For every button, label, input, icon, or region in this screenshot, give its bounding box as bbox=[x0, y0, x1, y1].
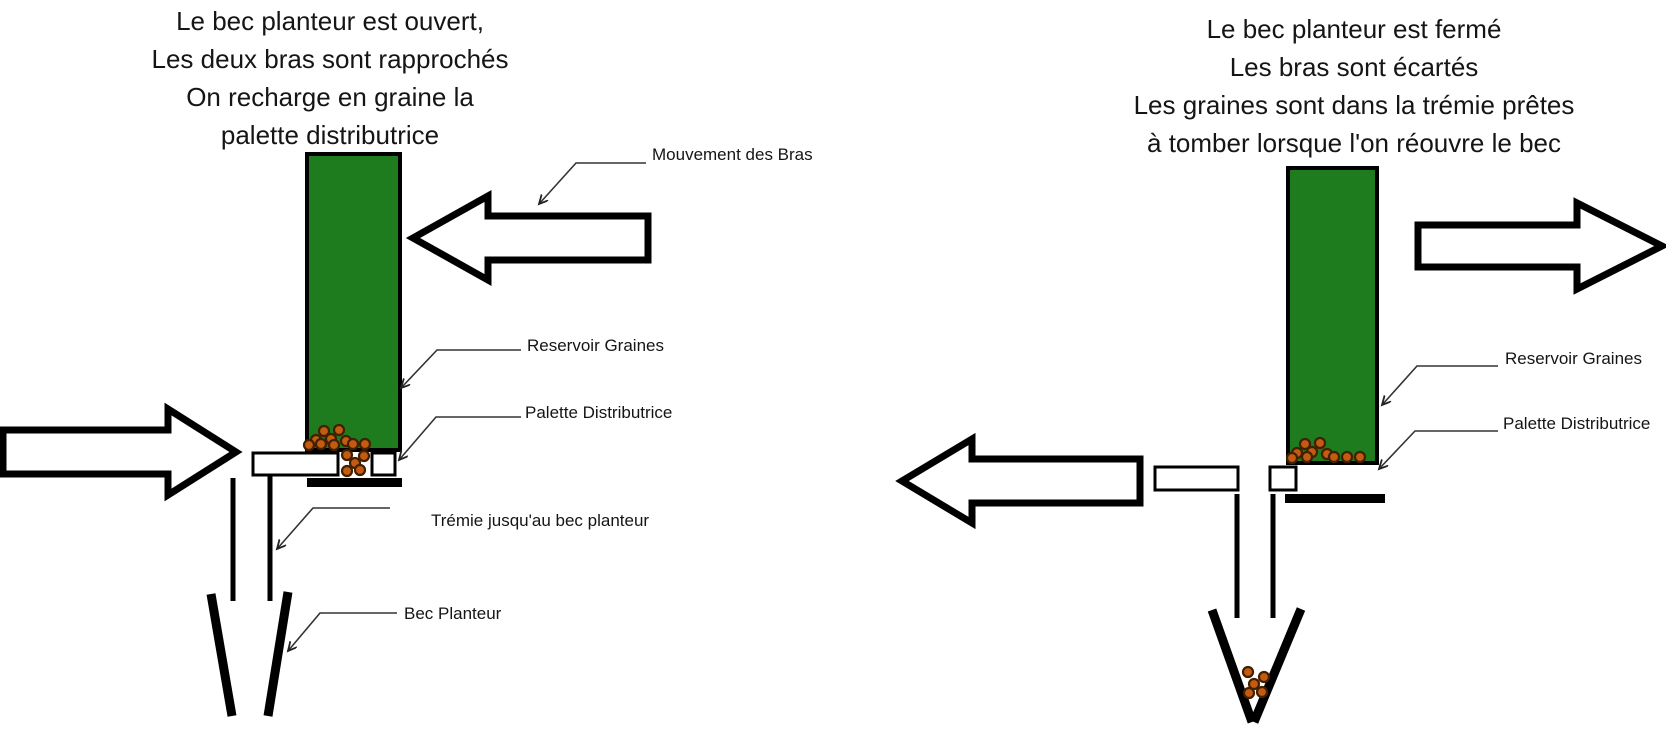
seed bbox=[340, 464, 354, 478]
left-movement-arrow-left bbox=[405, 190, 652, 286]
seed bbox=[1300, 450, 1314, 464]
leader-mouvement bbox=[539, 162, 646, 204]
seed bbox=[340, 448, 354, 462]
right-movement-arrow-right bbox=[1414, 197, 1666, 295]
seed bbox=[327, 438, 341, 452]
left-bec-line-left bbox=[206, 593, 237, 717]
right-title: Le bec planteur est fermé Les bras sont … bbox=[1074, 10, 1634, 162]
leader-palette-left bbox=[399, 416, 521, 460]
seed bbox=[1313, 436, 1327, 450]
label-tremie-jusqu-au-bec: Trémie jusqu'au bec planteur bbox=[431, 511, 650, 530]
seed bbox=[357, 449, 371, 463]
left-falling-seeds bbox=[340, 448, 371, 478]
seed bbox=[358, 437, 372, 451]
left-title-line-3: On recharge en graine la bbox=[186, 82, 474, 112]
right-reservoir-rect bbox=[1286, 166, 1379, 465]
right-palette-square bbox=[1268, 465, 1298, 492]
left-arm-arrow-right bbox=[0, 402, 243, 502]
left-title-line-4: palette distributrice bbox=[220, 120, 440, 150]
right-reservoir-seeds bbox=[1285, 436, 1367, 465]
right-palette-rect bbox=[1153, 465, 1240, 492]
seed bbox=[1242, 686, 1256, 700]
label-reservoir-graines-left: Reservoir Graines bbox=[527, 336, 664, 355]
left-title: Le bec planteur est ouvert, Les deux bra… bbox=[50, 2, 610, 154]
right-arm-arrow-left bbox=[895, 432, 1144, 530]
seed bbox=[317, 424, 331, 438]
label-bec-planteur: Bec Planteur bbox=[404, 604, 502, 623]
seed bbox=[1285, 451, 1299, 465]
seed bbox=[1340, 450, 1354, 464]
seed bbox=[1353, 450, 1367, 464]
left-base-bar bbox=[307, 478, 402, 487]
seed bbox=[1241, 665, 1255, 679]
left-title-line-2: Les deux bras sont rapprochés bbox=[151, 44, 509, 74]
right-title-line-4: à tomber lorsque l'on réouvre le bec bbox=[1147, 128, 1561, 158]
seed bbox=[353, 463, 367, 477]
label-mouvement-des-bras: Mouvement des Bras bbox=[652, 145, 813, 164]
left-palette-rect bbox=[251, 451, 340, 477]
left-bec-line-right bbox=[263, 591, 293, 717]
left-reservoir-rect bbox=[305, 152, 402, 452]
right-title-line-1: Le bec planteur est fermé bbox=[1206, 14, 1502, 44]
right-base-bar bbox=[1285, 494, 1385, 503]
seed bbox=[1327, 450, 1341, 464]
seed bbox=[302, 438, 316, 452]
right-bec-line-left bbox=[1207, 608, 1257, 724]
seed bbox=[1255, 685, 1269, 699]
seed bbox=[1247, 677, 1261, 691]
seed bbox=[332, 423, 346, 437]
label-palette-distributrice-left: Palette Distributrice bbox=[525, 403, 673, 422]
leader-tremie bbox=[277, 507, 390, 549]
leader-bec bbox=[288, 612, 397, 651]
leader-palette-right bbox=[1379, 430, 1498, 469]
right-bec-line-right bbox=[1249, 607, 1306, 724]
right-title-line-3: Les graines sont dans la trémie prêtes bbox=[1133, 90, 1575, 120]
label-reservoir-graines-right: Reservoir Graines bbox=[1505, 349, 1642, 368]
seed bbox=[1298, 437, 1312, 451]
left-reservoir-seeds bbox=[302, 423, 372, 452]
seed bbox=[314, 437, 328, 451]
label-palette-distributrice-right: Palette Distributrice bbox=[1503, 414, 1651, 433]
right-title-line-2: Les bras sont écartés bbox=[1229, 52, 1479, 82]
leader-reservoir-left bbox=[401, 349, 521, 388]
seed bbox=[346, 437, 360, 451]
seed bbox=[1257, 670, 1271, 684]
left-palette-square bbox=[370, 451, 397, 477]
leader-reservoir-right bbox=[1382, 365, 1498, 405]
left-title-line-1: Le bec planteur est ouvert, bbox=[176, 6, 484, 36]
right-bec-seeds bbox=[1241, 665, 1271, 700]
